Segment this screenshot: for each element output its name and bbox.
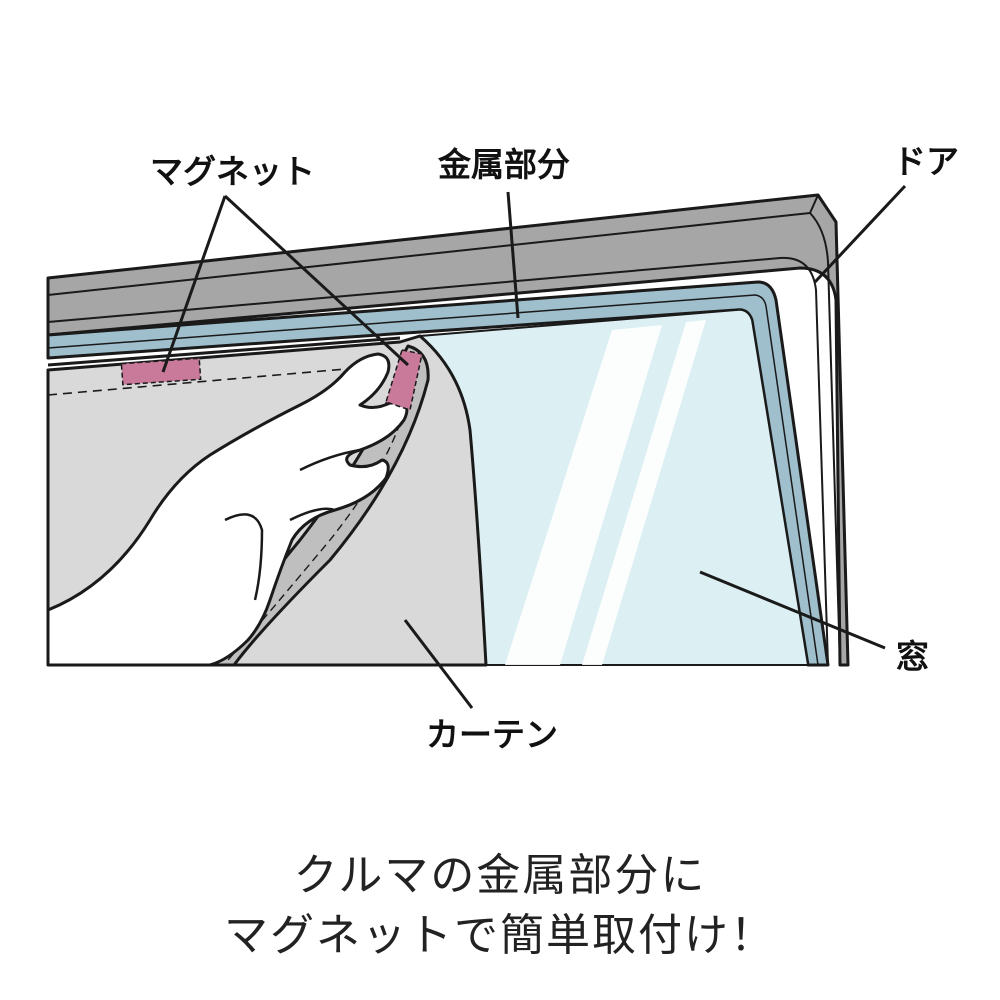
curtain-seam bbox=[47, 365, 381, 396]
glass-reflection bbox=[505, 325, 662, 665]
door-label: ドア bbox=[893, 142, 959, 181]
magnet-left bbox=[120, 357, 202, 386]
leader-door bbox=[813, 184, 907, 284]
leader-curtain bbox=[403, 619, 474, 709]
leader-metal bbox=[506, 191, 520, 319]
hand-knuckle-line bbox=[224, 513, 264, 601]
magnet-label: マグネット bbox=[150, 152, 315, 191]
door-frame bbox=[46, 193, 850, 667]
hand-finger-line bbox=[299, 448, 361, 472]
window-label: 窓 bbox=[896, 637, 929, 676]
leader-window bbox=[699, 570, 886, 650]
door-edge-line bbox=[47, 212, 811, 296]
leader-magnet-right bbox=[223, 194, 410, 367]
curtain-top-edge bbox=[47, 336, 401, 367]
leader-magnet-left bbox=[161, 195, 227, 373]
glass-reflection-thin bbox=[582, 320, 706, 665]
magnet-right bbox=[385, 349, 423, 411]
caption-line-2: マグネットで簡単取付け！ bbox=[224, 910, 776, 961]
caption-line-1: クルマの金属部分に bbox=[293, 850, 707, 901]
metal-channel-line bbox=[47, 294, 819, 666]
hand-finger-line-2 bbox=[289, 507, 336, 522]
metal-part-label: 金属部分 bbox=[438, 145, 570, 184]
door-bevel-line bbox=[808, 194, 841, 666]
curtain-label: カーテン bbox=[426, 715, 558, 754]
door-inner-edge bbox=[47, 256, 829, 666]
